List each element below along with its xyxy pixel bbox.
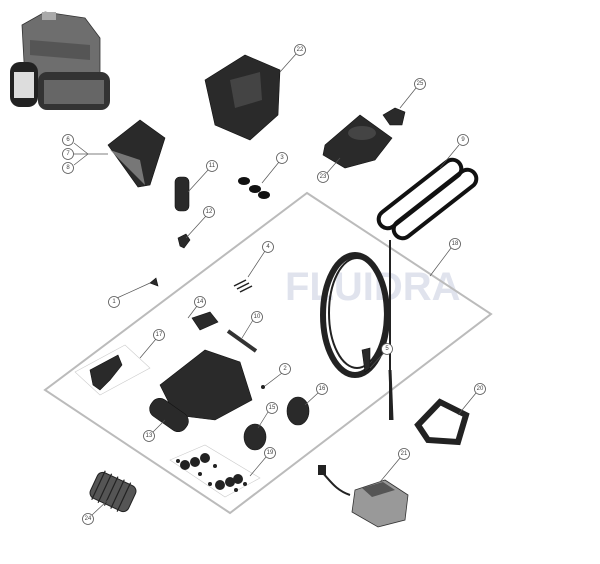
part-21-power-supply	[318, 465, 409, 528]
kit-boundary	[43, 191, 493, 515]
part-1	[149, 277, 159, 287]
part-24-brush	[89, 470, 137, 513]
leader-lines	[73, 53, 477, 516]
svg-text:2: 2	[283, 366, 287, 372]
part-20-handle	[414, 398, 470, 446]
svg-text:8: 8	[66, 165, 70, 171]
svg-text:4: 4	[266, 244, 270, 250]
svg-text:17: 17	[156, 332, 163, 338]
part-11	[174, 176, 190, 212]
part-9-tracks	[376, 157, 479, 241]
filter-mesh	[110, 150, 145, 185]
part-12	[177, 233, 191, 249]
callout-18: 18	[449, 238, 461, 250]
svg-text:3: 3	[280, 155, 284, 161]
callout-21: 21	[398, 448, 410, 460]
part-10	[226, 329, 258, 353]
callout-8: 8	[62, 162, 74, 174]
svg-text:24: 24	[85, 516, 92, 522]
svg-text:9: 9	[461, 137, 465, 143]
part-17	[74, 344, 151, 396]
svg-text:21: 21	[401, 451, 408, 457]
part-15-wheel	[243, 423, 267, 451]
callout-15: 15	[266, 402, 278, 414]
callout-9: 9	[457, 134, 469, 146]
part-19-gears	[169, 444, 261, 498]
part-16-wheel	[286, 396, 310, 426]
svg-text:23: 23	[320, 174, 327, 180]
callout-10: 10	[251, 311, 263, 323]
svg-text:22: 22	[297, 47, 304, 53]
part-18-cable	[320, 240, 394, 421]
robot-cleaner-illustration	[10, 11, 110, 110]
svg-text:12: 12	[206, 209, 213, 215]
part-2	[261, 385, 265, 389]
part-23-detail	[348, 126, 376, 140]
part-25	[382, 107, 406, 126]
watermark: FLUIDRA	[285, 265, 461, 309]
part-14	[191, 311, 219, 331]
callout-20: 20	[474, 383, 486, 395]
callout-25: 25	[414, 78, 426, 90]
callout-11: 11	[206, 160, 218, 172]
svg-text:5: 5	[385, 346, 389, 352]
part-5	[361, 347, 371, 373]
svg-text:7: 7	[66, 151, 70, 157]
callout-16: 16	[316, 383, 328, 395]
svg-text:1: 1	[112, 299, 116, 305]
callout-7: 7	[62, 148, 74, 160]
svg-text:25: 25	[417, 81, 424, 87]
svg-text:15: 15	[269, 405, 276, 411]
svg-text:19: 19	[267, 450, 274, 456]
svg-text:18: 18	[452, 241, 459, 247]
part-3-discs	[238, 177, 270, 199]
svg-text:10: 10	[254, 314, 261, 320]
callout-17: 17	[153, 329, 165, 341]
callout-4: 4	[262, 241, 274, 253]
callout-6: 6	[62, 134, 74, 146]
part-22-detail	[230, 72, 262, 108]
svg-text:11: 11	[209, 163, 216, 169]
callout-13: 13	[143, 430, 155, 442]
callout-23: 23	[317, 171, 329, 183]
svg-text:20: 20	[477, 386, 484, 392]
callout-19: 19	[264, 447, 276, 459]
part-4-screws	[233, 279, 253, 293]
callout-1: 1	[108, 296, 120, 308]
callout-3: 3	[276, 152, 288, 164]
svg-text:13: 13	[146, 433, 153, 439]
callout-12: 12	[203, 206, 215, 218]
part-23	[322, 114, 393, 169]
svg-text:6: 6	[66, 137, 70, 143]
callout-5: 5	[381, 343, 393, 355]
callout-14: 14	[194, 296, 206, 308]
part-6-7-8-filter	[107, 119, 166, 188]
callout-22: 22	[294, 44, 306, 56]
callout-2: 2	[279, 363, 291, 375]
part-13-roller	[149, 397, 189, 433]
svg-text:16: 16	[319, 386, 326, 392]
callout-24: 24	[82, 513, 94, 525]
svg-text:14: 14	[197, 299, 204, 305]
